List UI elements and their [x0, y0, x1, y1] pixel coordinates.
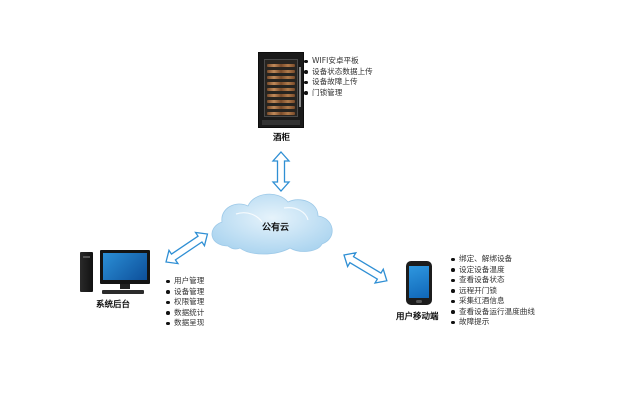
mobile-label: 用户移动端 — [396, 312, 439, 322]
wine-cabinet-icon — [258, 52, 304, 128]
list-item: 查看设备运行温度曲线 — [451, 307, 535, 318]
list-item: 绑定、解绑设备 — [451, 254, 535, 265]
list-item: 设备管理 — [166, 287, 204, 298]
list-item: 数据统计 — [166, 308, 204, 319]
cloud-icon — [211, 193, 333, 255]
cabinet-cloud-arrow — [271, 151, 291, 192]
cabinet-feature-list: WIFI安卓平板 设备状态数据上传 设备故障上传 门锁管理 — [304, 56, 373, 98]
mobile-feature-list: 绑定、解绑设备 设定设备温度 查看设备状态 远程开门锁 采集红酒信息 查看设备运… — [451, 254, 535, 328]
list-item: 用户管理 — [166, 276, 204, 287]
list-item: 查看设备状态 — [451, 275, 535, 286]
backend-feature-list: 用户管理 设备管理 权限管理 数据统计 数据呈现 — [166, 276, 204, 329]
smartphone-icon — [406, 261, 432, 305]
cloud-label: 公有云 — [262, 223, 290, 233]
backend-label: 系统后台 — [96, 300, 131, 310]
cabinet-label: 酒柜 — [273, 133, 291, 143]
mobile-cloud-arrow — [343, 251, 388, 284]
backend-cloud-arrow — [165, 231, 209, 265]
list-item: 权限管理 — [166, 297, 204, 308]
list-item: 设备故障上传 — [304, 77, 373, 88]
list-item: 故障提示 — [451, 317, 535, 328]
list-item: 数据呈现 — [166, 318, 204, 329]
desktop-computer-icon — [80, 248, 152, 296]
list-item: 远程开门锁 — [451, 286, 535, 297]
list-item: 采集红酒信息 — [451, 296, 535, 307]
list-item: 设备状态数据上传 — [304, 67, 373, 78]
list-item: WIFI安卓平板 — [304, 56, 373, 67]
list-item: 门锁管理 — [304, 88, 373, 99]
list-item: 设定设备温度 — [451, 265, 535, 276]
